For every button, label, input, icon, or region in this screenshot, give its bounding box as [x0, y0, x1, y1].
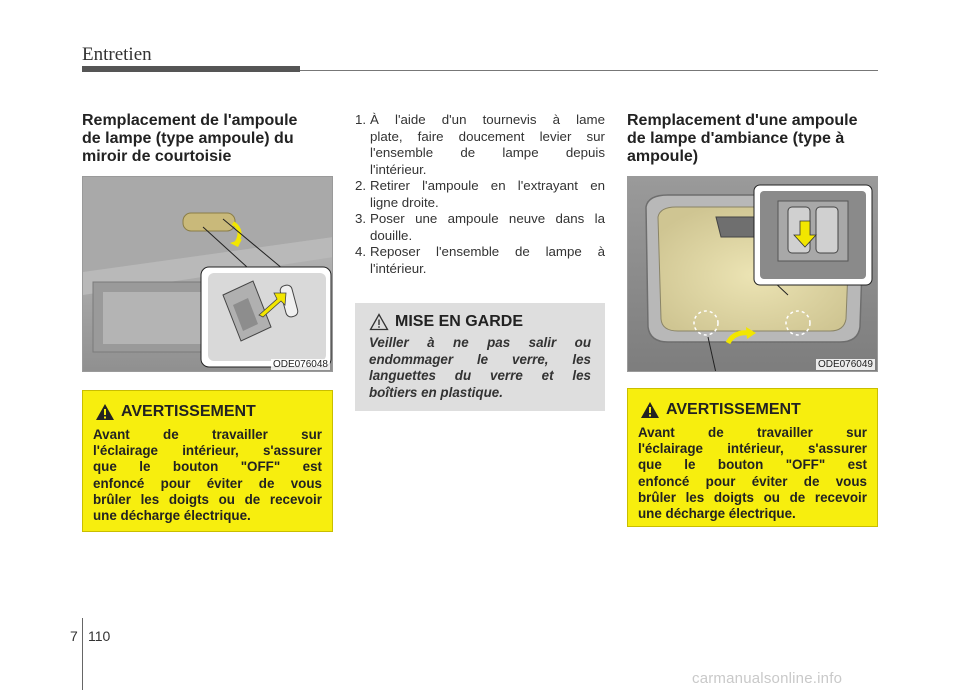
- ambient-lamp-illustration: [628, 177, 877, 371]
- figure-code-label: ODE076048: [270, 359, 330, 370]
- caution-box: MISE EN GARDE Veiller à ne pas salir ou …: [355, 303, 605, 411]
- vanity-mirror-lamp-figure: ODE076048: [82, 176, 333, 372]
- figure-code-label: ODE076049: [815, 359, 875, 370]
- step-item: 1. À l'aide d'un tournevis à lame plate,…: [355, 112, 605, 177]
- replacement-steps-list: 1. À l'aide d'un tournevis à lame plate,…: [355, 112, 605, 277]
- warning-text: Avant de travailler sur l'éclairage inté…: [93, 427, 322, 524]
- step-item: 4. Reposer l'ensemble de lampe à l'intér…: [355, 244, 605, 276]
- chapter-number: 7: [70, 628, 78, 644]
- vanity-mirror-illustration: [83, 177, 332, 371]
- left-warning-box: AVERTISSEMENT Avant de travailler sur l'…: [82, 390, 333, 532]
- warning-heading: AVERTISSEMENT: [640, 401, 867, 419]
- warning-triangle-icon: [96, 404, 114, 420]
- right-warning-box: AVERTISSEMENT Avant de travailler sur l'…: [627, 388, 878, 527]
- vanity-mirror-section-title: Remplacement de l'ampoule de lampe (type…: [82, 112, 298, 165]
- ambient-lamp-section-title: Remplacement d'une ampoule de lampe d'am…: [627, 112, 858, 165]
- footer-divider: [82, 618, 83, 690]
- ambient-lamp-figure: ODE076049: [627, 176, 878, 372]
- header-rule-thin: [300, 70, 878, 71]
- chapter-header-title: Entretien: [82, 44, 152, 65]
- step-item: 3. Poser une ampoule neuve dans la douil…: [355, 211, 605, 243]
- warning-heading: AVERTISSEMENT: [95, 403, 322, 421]
- caution-heading: MISE EN GARDE: [369, 313, 591, 331]
- step-item: 2. Retirer l'ampoule en l'extrayant en l…: [355, 178, 605, 210]
- caution-triangle-icon: [369, 313, 389, 331]
- warning-triangle-icon: [641, 402, 659, 418]
- caution-text: Veiller à ne pas salir ou endommager le …: [369, 335, 591, 400]
- page-number: 110: [88, 628, 111, 644]
- header-rule-thick: [82, 66, 300, 72]
- watermark-text: carmanualsonline.info: [692, 670, 843, 687]
- warning-text: Avant de travailler sur l'éclairage inté…: [638, 425, 867, 522]
